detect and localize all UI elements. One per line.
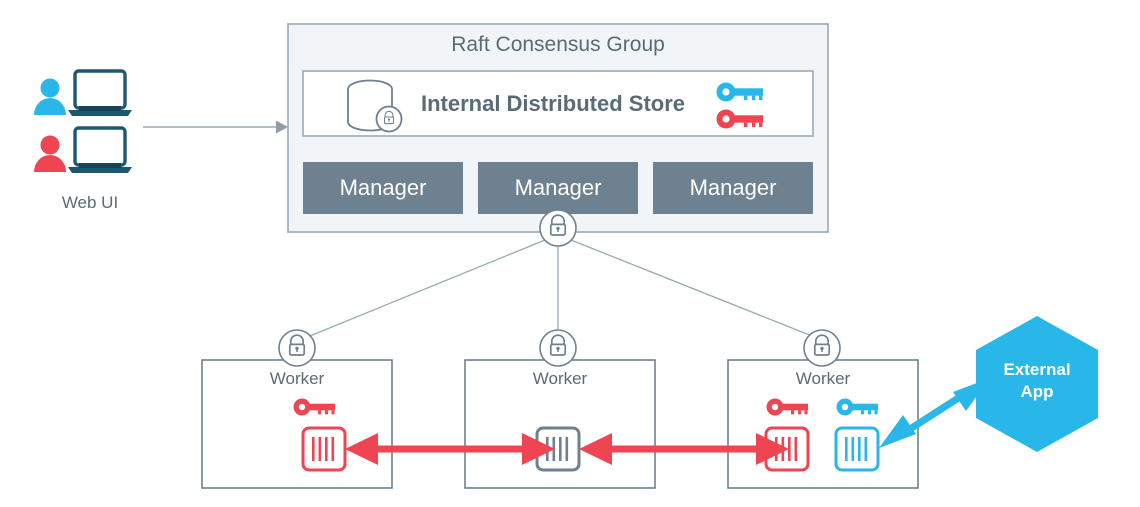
cluster-to-workers-links — [299, 239, 823, 341]
worker1-key-red-icon — [293, 398, 335, 416]
manager-box-3[interactable] — [653, 162, 813, 214]
external-app-label-line1: External — [1003, 360, 1071, 379]
worker3-key-red-icon — [766, 398, 808, 416]
database-lock-icon — [347, 79, 403, 133]
worker3-key-cyan-icon — [836, 398, 878, 416]
worker-box-1[interactable] — [201, 359, 393, 489]
manager-label-1: Manager — [339, 175, 427, 200]
worker-lock-node-3 — [803, 329, 841, 367]
manager-box-1[interactable] — [303, 162, 463, 214]
worker-label-2: Worker — [532, 369, 588, 388]
store-key-red-icon — [716, 109, 763, 129]
client-red-person-icon — [34, 135, 66, 172]
worker-lock-node-1 — [278, 329, 316, 367]
worker2-worker3-arrow-icon — [579, 433, 789, 465]
worker3-container-cyan-icon — [834, 426, 880, 472]
worker1-container-red-icon — [301, 426, 347, 472]
client-blue-person-icon — [34, 78, 66, 115]
manager-box-2[interactable] — [478, 162, 638, 214]
raft-consensus-group-title: Raft Consensus Group — [451, 33, 665, 56]
client-red-laptop-icon — [68, 126, 132, 173]
internal-distributed-store-label: Internal Distributed Store — [420, 91, 686, 116]
worker-label-1: Worker — [269, 369, 325, 388]
client-blue-laptop-icon — [68, 69, 132, 116]
worker-lock-node-2 — [539, 329, 577, 367]
worker-label-3: Worker — [795, 369, 851, 388]
manager-label-3: Manager — [689, 175, 777, 200]
external-app-label-line2: App — [1020, 382, 1054, 401]
manager-label-2: Manager — [514, 175, 602, 200]
store-key-blue-icon — [716, 82, 763, 102]
web-ui-label: Web UI — [61, 193, 119, 212]
webui-to-cluster-arrow-icon — [143, 120, 288, 134]
worker1-worker2-arrow-icon — [345, 433, 555, 465]
external-app-hexagon[interactable] — [976, 316, 1098, 452]
worker-box-3[interactable] — [727, 359, 919, 489]
cluster-lock-node — [539, 209, 577, 247]
